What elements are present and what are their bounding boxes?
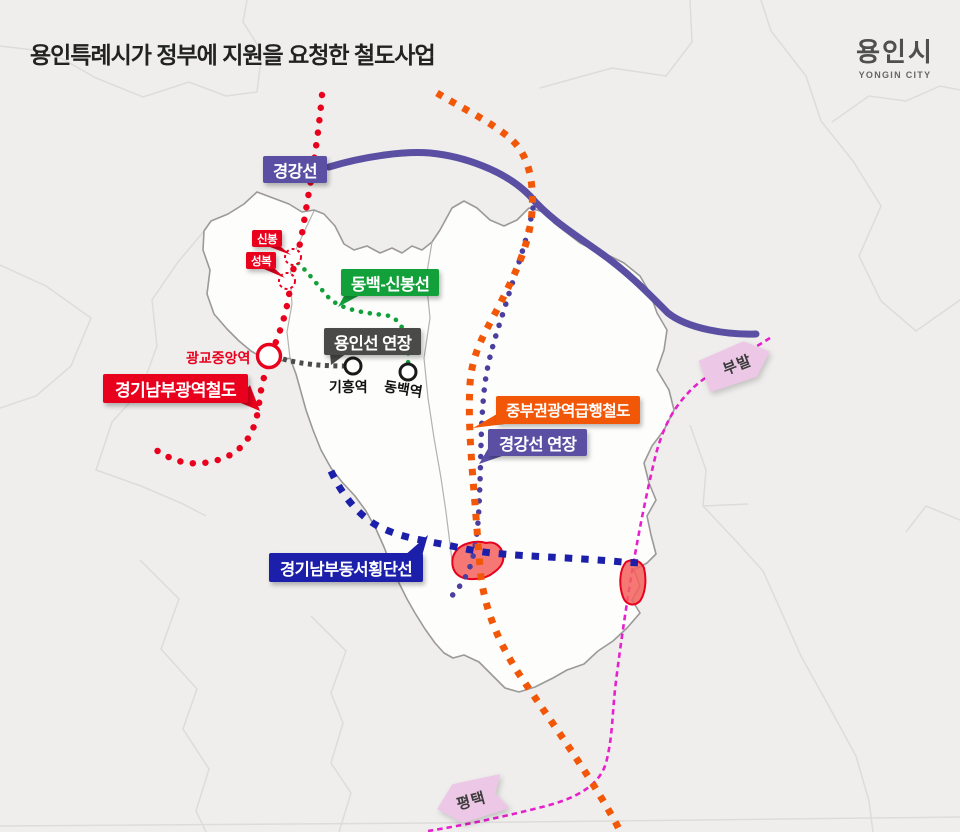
badge-dongbaek-sinbong-line: 동백-신봉선 — [341, 269, 440, 296]
bubal-arrow-label: 부발 — [720, 351, 755, 379]
badge-jungbu-express-line: 중부권광역급행철도 — [496, 396, 640, 424]
jungbu-express-line — [435, 90, 624, 832]
badge-sinbong-station: 신봉 — [252, 230, 283, 247]
yongin-extension-line — [282, 356, 346, 369]
logo-city-name: 용인시 — [856, 37, 934, 67]
gwanggyo-station-label: 광교중앙역 — [186, 350, 251, 366]
badge-gyeonggang-extension: 경강선 연장 — [488, 429, 588, 456]
yongin-city-logo: 용인시 YONGIN CITY — [845, 32, 945, 80]
giheung-station-label: 기흥역 — [329, 379, 368, 395]
page-title: 용인특례시가 정부에 지원을 요청한 철도사업 — [30, 42, 436, 68]
station-markers — [255, 248, 418, 382]
badge-yongin-extension: 용인선 연장 — [324, 328, 422, 355]
badge-gyeonggang-line: 경강선 — [263, 156, 328, 183]
dongseo-line — [327, 469, 642, 567]
pyeongtaek-arrow: 평택 — [432, 772, 510, 829]
giheung-station-marker — [343, 356, 363, 376]
dongbaek-station-marker — [398, 362, 418, 382]
badge-dongseo-line: 경기남부동서횡단선 — [269, 553, 424, 582]
gyeonggang-line — [325, 149, 760, 338]
logo-city-name-en: YONGIN CITY — [858, 70, 932, 80]
gwanggyo-station-marker — [255, 342, 283, 370]
existing-line — [427, 336, 771, 832]
direction-pyeongtaek: 평택 — [436, 780, 506, 820]
pyeongtaek-arrow-label: 평택 — [454, 788, 488, 814]
direction-bubal: 부발 — [702, 345, 772, 383]
badge-seongbok-station: 성복 — [246, 252, 277, 269]
badge-gyeonggi-nambu-line: 경기남부광역철도 — [103, 374, 249, 403]
sinbong-station-marker — [284, 248, 302, 266]
